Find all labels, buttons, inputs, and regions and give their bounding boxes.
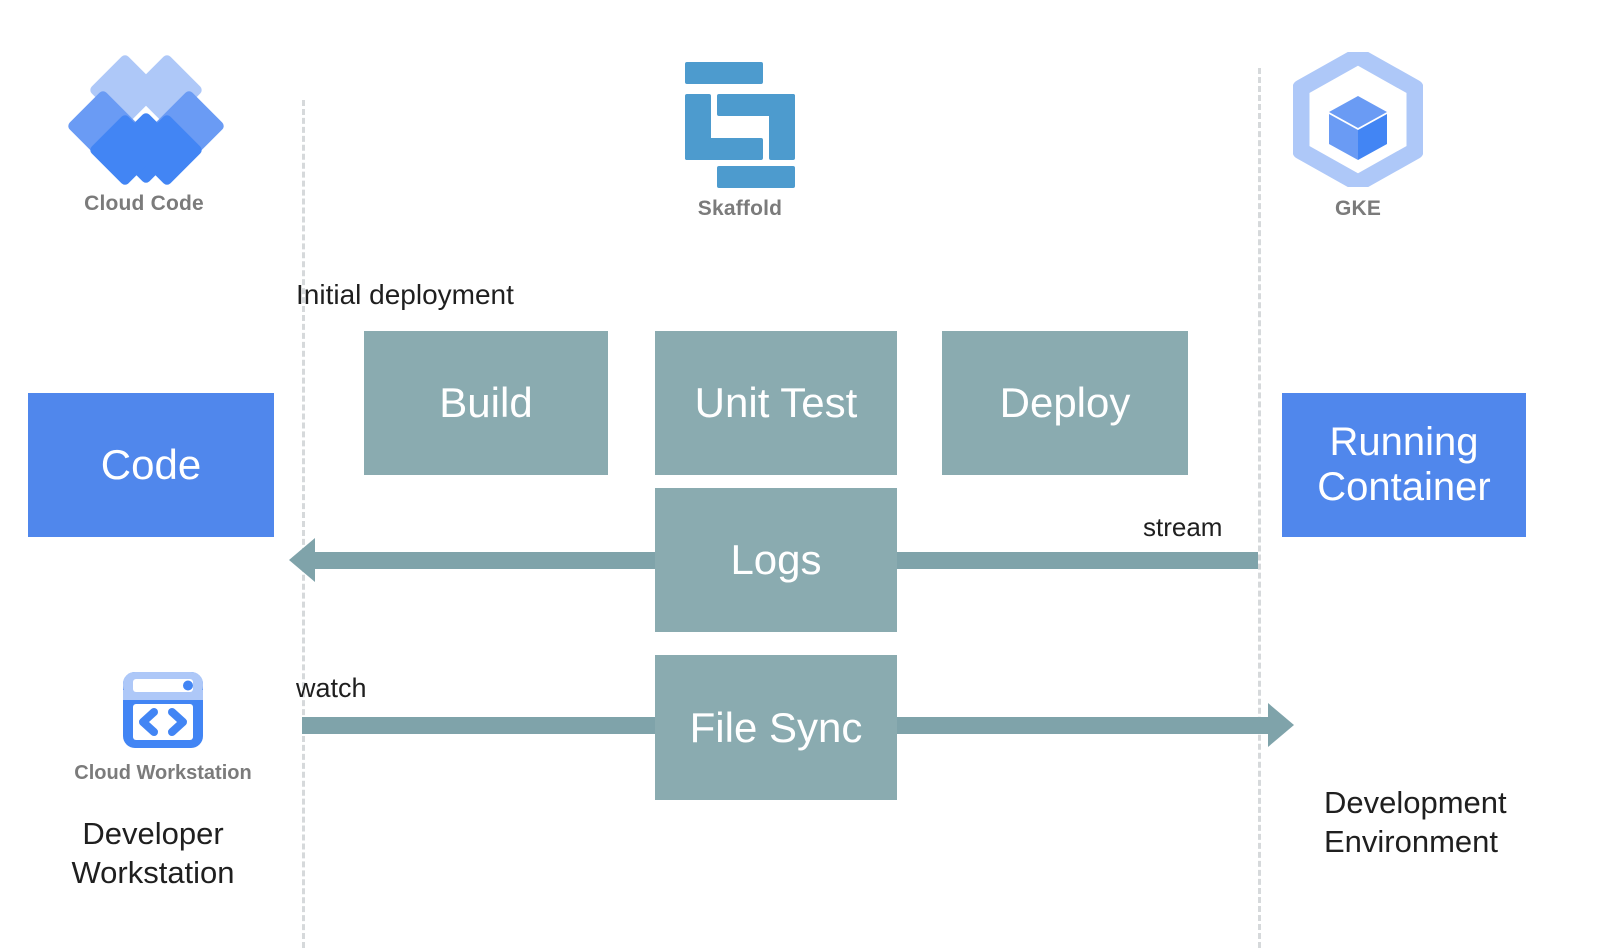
box-logs[interactable]: Logs [655,488,897,632]
gke-hexagon-cube-icon [1292,47,1424,192]
logo-caption-cloud-code: Cloud Code [84,192,204,215]
box-file-sync[interactable]: File Sync [655,655,897,800]
development-environment-line1: Development [1324,785,1507,820]
label-development-environment: Development Environment [1324,783,1507,861]
box-running-container-line1: Running [1329,420,1479,465]
cloud-code-diamonds-icon [66,53,226,187]
skaffold-s-blocks-icon [681,62,799,188]
file-sync-arrow-head-right [1268,703,1294,747]
cloud-workstation-block: Cloud Workstation [60,664,266,785]
box-unit-test[interactable]: Unit Test [655,331,897,475]
cloud-workstation-code-window-icon [117,664,209,756]
logo-caption-cloud-workstation: Cloud Workstation [74,762,252,784]
box-deploy[interactable]: Deploy [942,331,1188,475]
label-stream: stream [1143,512,1223,542]
developer-workstation-line2: Workstation [71,855,235,891]
box-code[interactable]: Code [28,393,274,537]
development-environment-line2: Environment [1324,824,1499,860]
box-running-container-line2: Container [1317,465,1491,509]
boundary-line-left [302,100,305,948]
label-initial-deployment: Initial deployment [296,279,514,310]
logs-arrow-head-left [289,538,315,582]
logo-caption-skaffold: Skaffold [697,197,783,220]
boundary-line-right [1258,68,1261,948]
box-running-container[interactable]: Running Container [1282,393,1526,537]
label-watch: watch [296,673,367,703]
label-developer-workstation: Developer Workstation [28,814,278,892]
developer-workstation-line1: Developer [82,816,224,851]
logo-gke: GKE [1258,47,1458,221]
logo-caption-gke: GKE [1334,197,1382,220]
box-build[interactable]: Build [364,331,608,475]
logo-skaffold: Skaffold [640,62,840,221]
logo-cloud-code: Cloud Code [44,53,244,216]
